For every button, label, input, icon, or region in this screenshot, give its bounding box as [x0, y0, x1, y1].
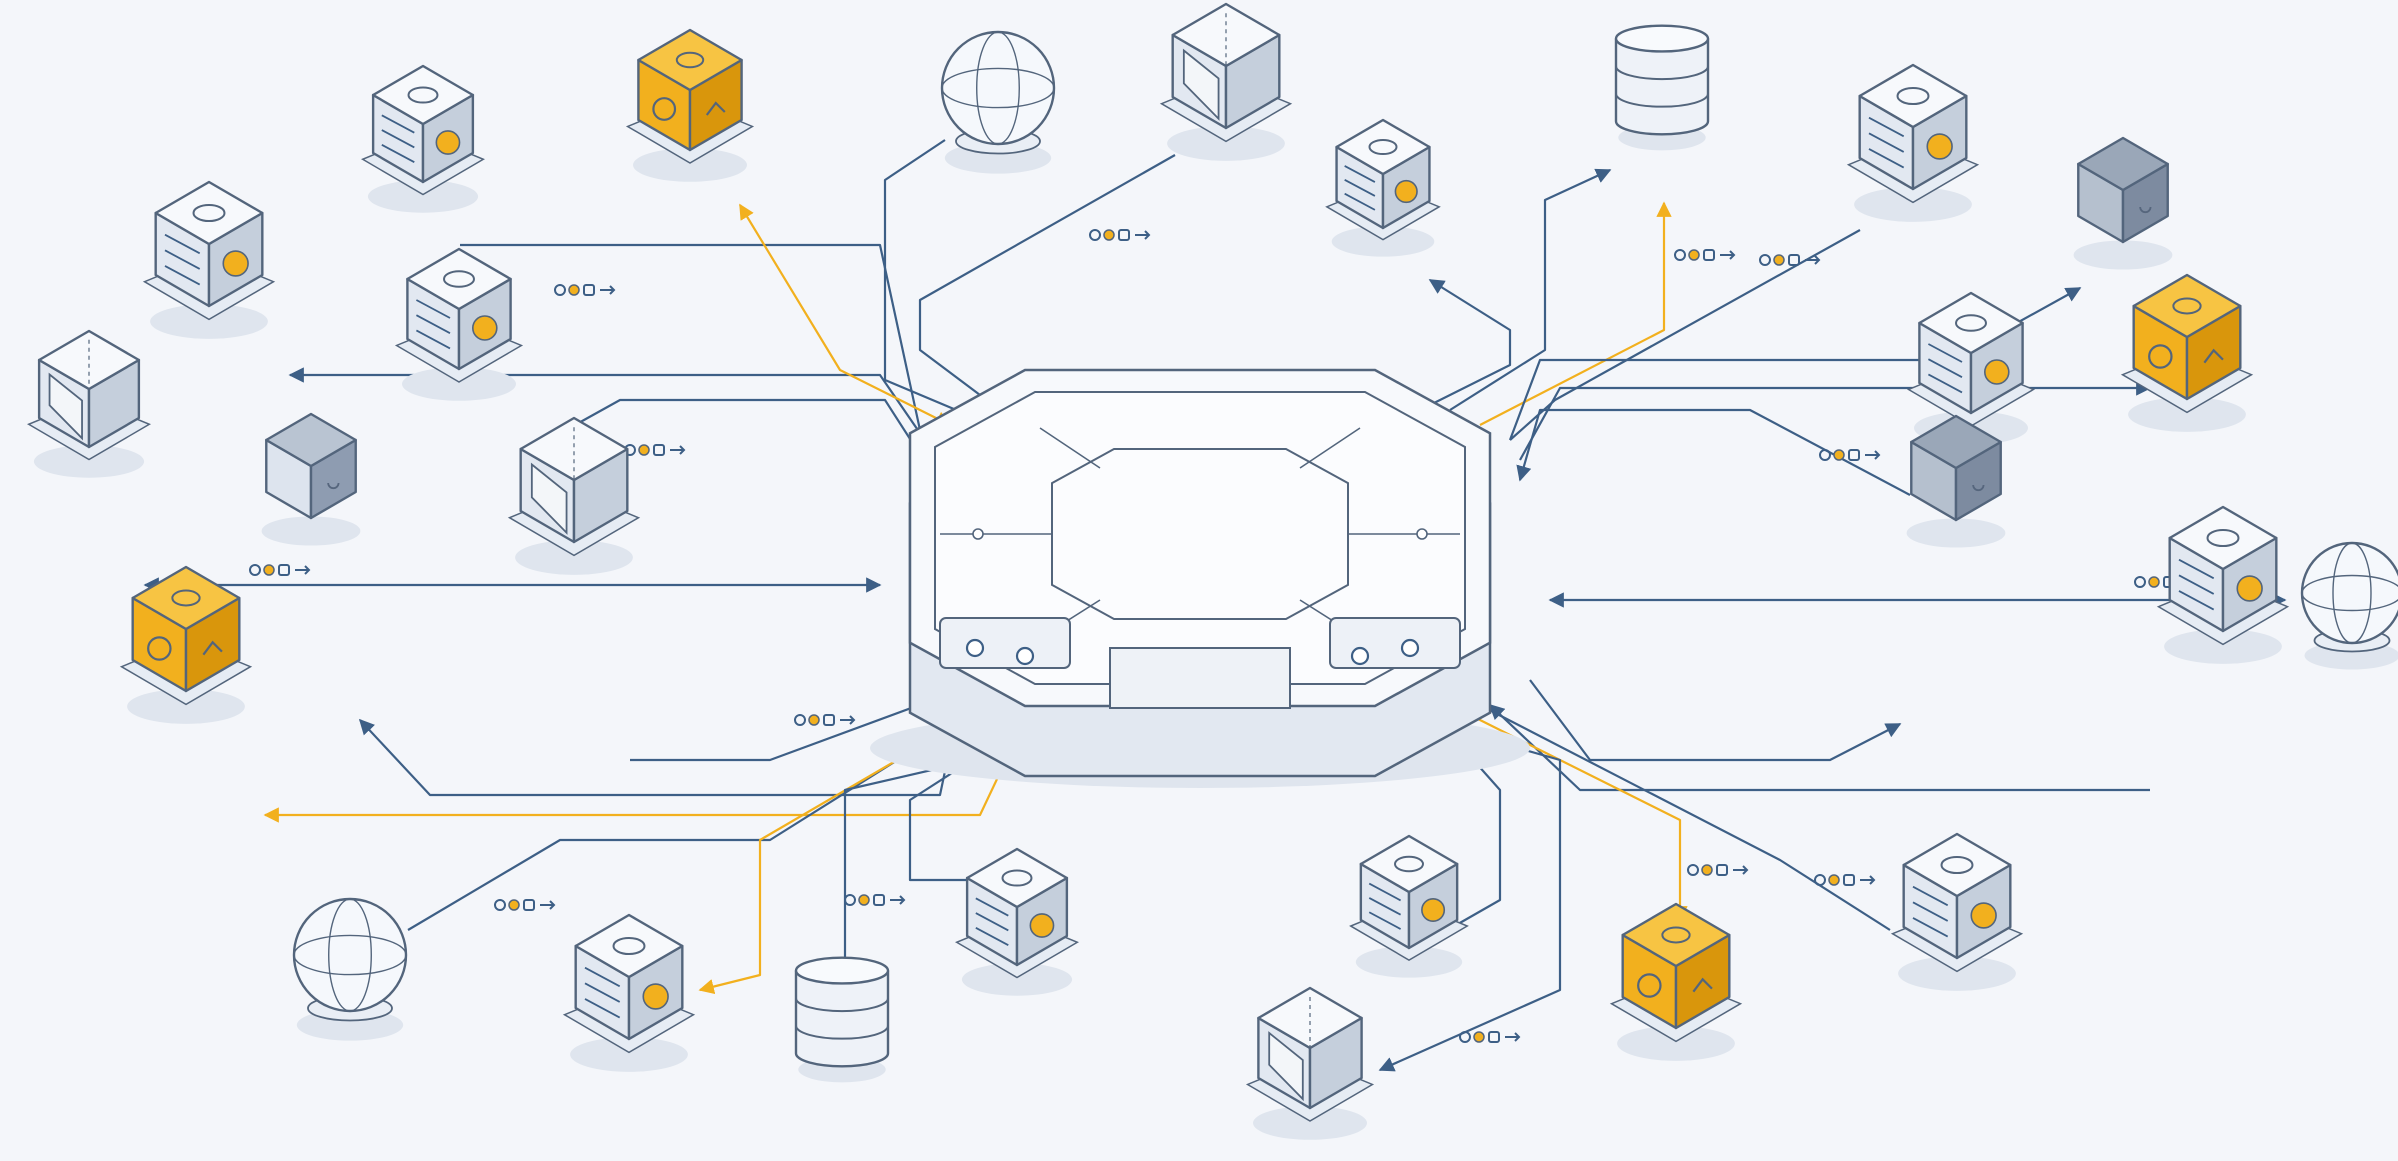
bottom-database — [796, 958, 888, 1083]
left-small-dark-cube — [262, 414, 361, 546]
connector-line — [360, 700, 960, 795]
flow-tag-icon — [795, 715, 854, 725]
bottom-chip-cube — [565, 915, 694, 1072]
left-shield-cube — [510, 418, 639, 575]
hub-port — [967, 640, 983, 656]
bottom-frame-cube — [1248, 988, 1373, 1140]
connector-line — [1450, 170, 1610, 410]
flow-tag-icon — [250, 565, 309, 575]
right-orange-cube-upper — [2123, 275, 2252, 432]
hub-port — [1017, 648, 1033, 664]
node-shadow — [262, 516, 361, 545]
central-hub — [870, 370, 1530, 788]
right-sphere — [2302, 543, 2398, 670]
hub-port — [1417, 529, 1427, 539]
sphere-icon — [2302, 543, 2398, 643]
connector-line — [1530, 680, 1900, 760]
far-right-dark-cube — [2074, 138, 2173, 270]
right-server-cube — [2159, 507, 2288, 664]
top-right-gear-cube — [1849, 65, 1978, 222]
flow-tag-icon — [495, 900, 554, 910]
top-wireframe-sphere — [942, 32, 1054, 174]
database-icon — [796, 971, 888, 1067]
connector-line — [460, 245, 920, 430]
bottom-right-brain-cube — [1893, 834, 2022, 991]
connector-line — [885, 140, 980, 420]
connector-line — [740, 205, 950, 425]
hub-port — [973, 529, 983, 539]
left-orange-cube-lower — [122, 567, 251, 724]
hub-front-face — [1110, 648, 1290, 708]
flow-tag-icon — [1815, 875, 1874, 885]
flow-tag-icon — [1760, 255, 1819, 265]
connector-line — [1520, 388, 2150, 460]
connector-line — [1490, 705, 2150, 790]
far-left-glass-cube — [29, 331, 150, 478]
flow-tag-icon — [625, 445, 684, 455]
sphere-icon — [294, 899, 406, 1011]
top-database — [1616, 26, 1708, 151]
bottom-small-cube — [1351, 836, 1467, 978]
bottom-left-sphere — [294, 899, 406, 1041]
flow-tag-icon — [1688, 865, 1747, 875]
right-dark-cube — [1907, 416, 2006, 548]
top-left-icon-cube — [363, 66, 484, 213]
connector-line — [1430, 280, 1510, 405]
flow-tag-icon — [1820, 450, 1879, 460]
top-frame-cube — [1162, 4, 1291, 161]
flow-tag-icon — [1460, 1032, 1519, 1042]
hub-right-panel — [1330, 618, 1460, 668]
database-icon — [1616, 39, 1708, 135]
bottom-doc-cube — [957, 849, 1078, 996]
connector-line — [1510, 230, 1860, 440]
node-shadow — [1907, 518, 2006, 547]
connector-line — [1520, 410, 1910, 495]
sphere-icon — [942, 32, 1054, 144]
hub-port — [1352, 648, 1368, 664]
hub-port — [1402, 640, 1418, 656]
flow-tag-icon — [555, 285, 614, 295]
orange-brain-cube-bottom — [1612, 904, 1741, 1061]
flow-tag-icon — [1675, 250, 1734, 260]
left-ring-cube — [397, 249, 522, 401]
flow-tag-icon — [1090, 230, 1149, 240]
hub-left-panel — [940, 618, 1070, 668]
flow-tag-icon — [845, 895, 904, 905]
orange-brain-cube-top — [628, 30, 753, 182]
node-shadow — [2074, 240, 2173, 269]
top-cpu-cube — [1327, 120, 1439, 257]
right-gear-cube — [1909, 293, 2034, 445]
left-panel-cube — [145, 182, 274, 339]
